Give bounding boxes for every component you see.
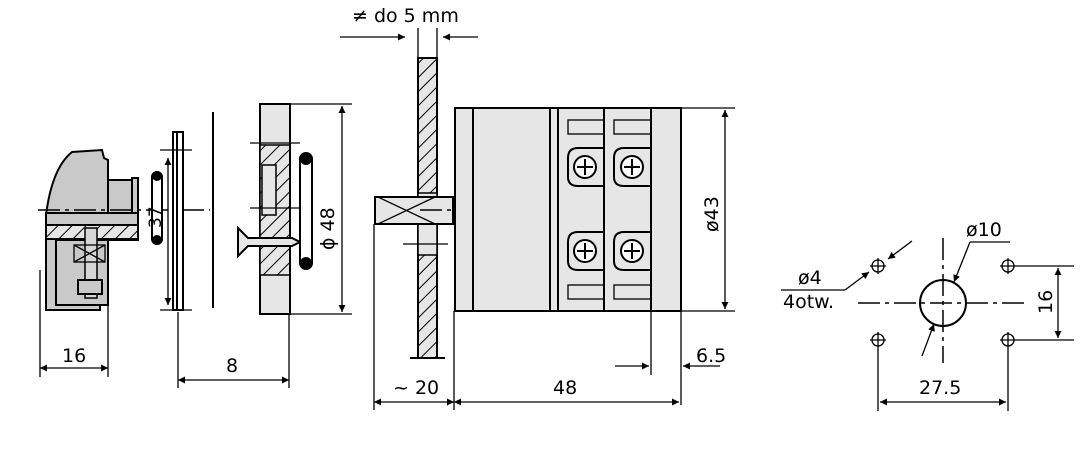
knob-section-view: 37 16 xyxy=(38,112,214,377)
dim-terminal-offset: 6.5 xyxy=(696,345,726,367)
dim-hole-vertical: 16 xyxy=(1035,290,1057,314)
mounting-hole-icon xyxy=(870,332,886,348)
panel-thickness-annotation: ≠ do 5 mm xyxy=(340,5,478,60)
screw-icon xyxy=(620,239,644,263)
panel-thickness-label: ≠ do 5 mm xyxy=(352,5,459,27)
screw-icon xyxy=(573,239,597,263)
front-plate-view: ϕ 48 8 xyxy=(177,103,352,388)
dim-panel-offset: ~ 20 xyxy=(393,377,439,399)
mounting-pattern-view: ø4 4otw. ø10 16 27.5 xyxy=(781,219,1074,411)
dim-body-length: 48 xyxy=(553,377,577,399)
mounting-hole-icon xyxy=(1000,258,1016,274)
center-hole-label: ø10 xyxy=(966,219,1002,241)
dim-body-diameter: ø43 xyxy=(701,196,723,232)
inner-diameter-label: 37 xyxy=(146,206,166,228)
dim-plate-diameter: ϕ 48 xyxy=(317,207,339,250)
hole-count-label: 4otw. xyxy=(783,291,834,313)
terminal-block xyxy=(567,119,652,300)
dim-knob-width: 16 xyxy=(62,345,86,367)
dim-plate-depth: 8 xyxy=(226,355,238,377)
dim-hole-horizontal: 27.5 xyxy=(919,377,961,399)
switch-body-view: ø43 6.5 ~ 20 48 xyxy=(373,57,735,410)
hole-diameter-label: ø4 xyxy=(798,267,822,289)
mounting-hole-icon xyxy=(870,258,886,274)
mounting-hole-icon xyxy=(1000,332,1016,348)
screw-icon xyxy=(573,155,597,179)
screw-icon xyxy=(620,155,644,179)
